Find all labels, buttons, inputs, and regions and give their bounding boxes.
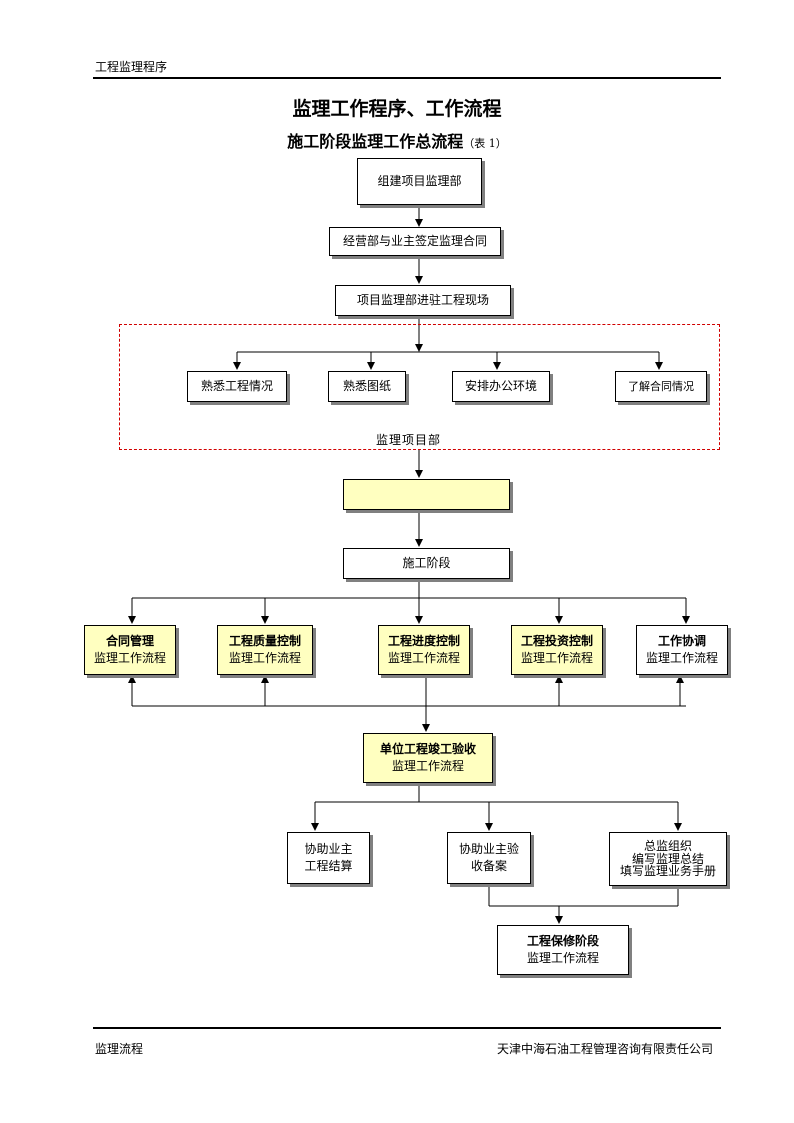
node-summary-line2: 编写监理总结 bbox=[631, 851, 704, 866]
node-assist-filing: 协助业主验 收备案 bbox=[447, 832, 531, 884]
node-familiar-drawings: 熟悉图纸 bbox=[328, 371, 406, 402]
footer-left: 监理流程 bbox=[95, 1042, 144, 1056]
node-invest-ctrl-title: 工程投资控制 bbox=[520, 633, 593, 648]
node-coordination-title: 工作协调 bbox=[657, 633, 706, 648]
sub-title-note: （表 1） bbox=[463, 137, 507, 150]
node-quality-ctrl-sub: 监理工作流程 bbox=[228, 651, 301, 665]
node-acceptance-sub: 监理工作流程 bbox=[391, 759, 464, 773]
node-progress-ctrl: 工程进度控制 监理工作流程 bbox=[378, 625, 470, 675]
node-acceptance: 单位工程竣工验收 监理工作流程 bbox=[363, 733, 493, 783]
node-construction-stage-label: 施工阶段 bbox=[402, 555, 451, 570]
node-enter-site-label: 项目监理部进驻工程现场 bbox=[356, 292, 489, 307]
node-familiar-project: 熟悉工程情况 bbox=[187, 371, 287, 402]
node-familiar-project-label: 熟悉工程情况 bbox=[200, 378, 273, 393]
node-assist-settlement: 协助业主 工程结算 bbox=[287, 832, 370, 884]
node-warranty-sub: 监理工作流程 bbox=[526, 951, 599, 965]
main-title: 监理工作程序、工作流程 bbox=[292, 98, 502, 120]
footer-rule bbox=[93, 1027, 721, 1029]
node-contract-mgmt-title: 合同管理 bbox=[105, 633, 154, 648]
sub-title: 施工阶段监理工作总流程（表 1） bbox=[0, 128, 794, 152]
sub-title-text: 施工阶段监理工作总流程 bbox=[287, 132, 464, 151]
node-progress-ctrl-title: 工程进度控制 bbox=[387, 633, 460, 648]
node-understand-contract-label: 了解合同情况 bbox=[628, 379, 694, 393]
node-warranty-title: 工程保修阶段 bbox=[526, 933, 599, 948]
node-invest-ctrl-sub: 监理工作流程 bbox=[520, 651, 593, 665]
header-title: 工程监理程序 bbox=[95, 60, 168, 74]
node-quality-ctrl: 工程质量控制 监理工作流程 bbox=[217, 625, 313, 675]
node-acceptance-title: 单位工程竣工验收 bbox=[379, 741, 476, 756]
dept-boundary bbox=[119, 324, 720, 450]
node-contract: 经营部与业主签定监理合同 bbox=[329, 227, 501, 256]
node-coordination-sub: 监理工作流程 bbox=[645, 651, 718, 665]
node-invest-ctrl: 工程投资控制 监理工作流程 bbox=[511, 625, 603, 675]
node-warranty: 工程保修阶段 监理工作流程 bbox=[497, 925, 629, 975]
node-contract-mgmt-sub: 监理工作流程 bbox=[93, 651, 166, 665]
node-understand-contract: 了解合同情况 bbox=[615, 371, 707, 402]
node-form-dept: 组建项目监理部 bbox=[357, 158, 482, 205]
node-yellow-blank bbox=[343, 479, 510, 510]
node-arrange-office: 安排办公环境 bbox=[452, 371, 550, 402]
node-assist-settlement-line1: 协助业主 bbox=[304, 841, 353, 856]
node-construction-stage: 施工阶段 bbox=[343, 548, 510, 579]
node-contract-mgmt: 合同管理 监理工作流程 bbox=[84, 625, 176, 675]
node-quality-ctrl-title: 工程质量控制 bbox=[228, 633, 301, 648]
dept-label: 监理项目部 bbox=[376, 433, 442, 447]
node-summary-line1: 总监组织 bbox=[643, 839, 692, 854]
header-rule bbox=[93, 77, 721, 79]
node-summary: 总监组织 编写监理总结 填写监理业务手册 bbox=[609, 832, 727, 886]
footer-right: 天津中海石油工程管理咨询有限责任公司 bbox=[496, 1042, 713, 1056]
node-form-dept-label: 组建项目监理部 bbox=[377, 173, 462, 188]
node-enter-site: 项目监理部进驻工程现场 bbox=[335, 285, 511, 316]
node-familiar-drawings-label: 熟悉图纸 bbox=[342, 378, 391, 393]
node-assist-filing-line1: 协助业主验 bbox=[458, 841, 519, 856]
node-summary-line3: 填写监理业务手册 bbox=[619, 864, 716, 879]
node-arrange-office-label: 安排办公环境 bbox=[464, 378, 537, 393]
node-assist-settlement-line2: 工程结算 bbox=[304, 859, 353, 873]
node-progress-ctrl-sub: 监理工作流程 bbox=[387, 651, 460, 665]
node-coordination: 工作协调 监理工作流程 bbox=[636, 625, 728, 675]
node-contract-label: 经营部与业主签定监理合同 bbox=[342, 233, 487, 248]
node-assist-filing-line2: 收备案 bbox=[470, 859, 507, 873]
